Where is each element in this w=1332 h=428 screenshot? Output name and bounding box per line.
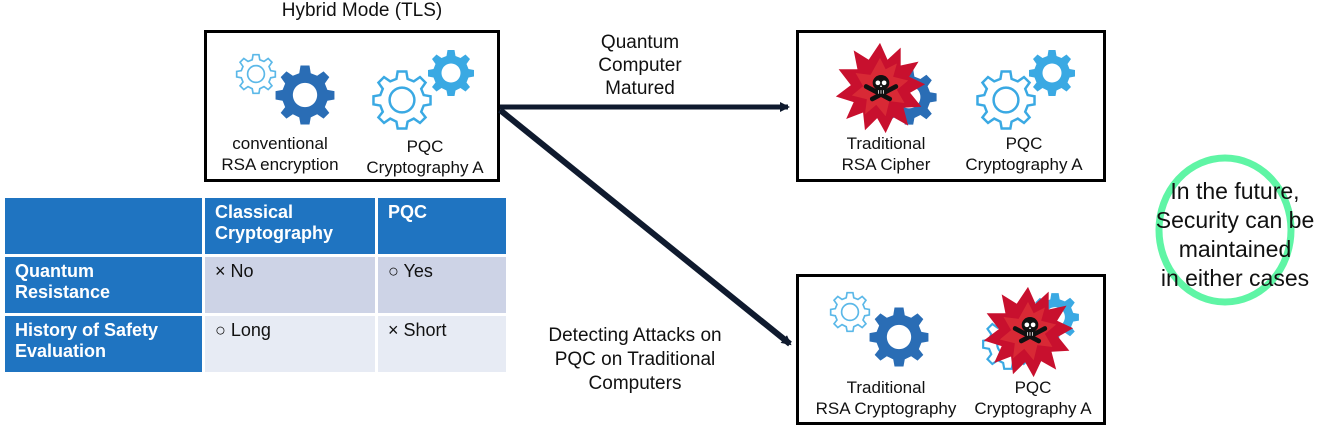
pqc-attack-right-label-1: PQC [1014,378,1052,397]
quantum-right-label-1: PQC [1005,134,1043,153]
highlight-ring-icon [1155,154,1295,306]
quantum-right-label-2: Cryptography A [965,155,1083,174]
hybrid-mode-box: conventional RSA encryption PQC Cryptogr… [204,30,500,182]
arrow-top-label-1: Quantum [600,32,680,53]
conclusion-line-3: maintained [1178,236,1292,262]
cell-pqc-safety-history: × Short [378,316,506,372]
table-header-corner [5,198,202,254]
table-row: History of Safety Evaluation ○ Long × Sh… [5,316,506,372]
row-label-quantum-resistance: Quantum Resistance [5,257,202,313]
hybrid-right-label-2: Cryptography A [366,158,484,177]
hybrid-left-label-2: RSA encryption [221,155,339,174]
pqc-attack-scenario-box: Traditional RSA Cryptography PQC Cryptog… [796,274,1106,425]
gear-light-icon [1027,48,1077,98]
arrow-bottom-label-3: Computers [588,373,682,394]
gear-outline-small-icon [829,291,871,333]
row-label-safety-history: History of Safety Evaluation [5,316,202,372]
comparison-table: Classical Cryptography PQC Quantum Resis… [2,195,509,375]
hybrid-right-label-1: PQC [406,137,444,156]
arrow-bottom-label-1: Detecting Attacks on [548,325,722,346]
table-row: Quantum Resistance × No ○ Yes [5,257,506,313]
pqc-attack-right-label-2: Cryptography A [974,399,1092,418]
gear-dark-icon [867,305,931,369]
table-header-row: Classical Cryptography PQC [5,198,506,254]
arrow-top-label-3: Matured [605,78,675,99]
arrow-bottom-label-2: PQC on Traditional [554,349,716,370]
conclusion-line-4: in either cases [1160,265,1310,291]
arrow-top-label-2: Computer [598,55,682,76]
hybrid-mode-title: Hybrid Mode (TLS) [281,0,443,21]
table-header-pqc: PQC [378,198,506,254]
quantum-left-label-1: Traditional [846,134,926,153]
quantum-left-label-2: RSA Cipher [841,155,931,174]
table-header-classical: Classical Cryptography [205,198,375,254]
conclusion-line-1: In the future, [1170,178,1300,204]
pqc-attack-left-label-1: Traditional [846,378,926,397]
cell-classical-safety-history: ○ Long [205,316,375,372]
conclusion-line-2: Security can be [1155,207,1315,233]
arrow-to-classical-attack [498,107,792,347]
pqc-attack-left-label-2: RSA Cryptography [815,399,957,418]
skull-crossbones-icon [855,61,907,113]
cell-classical-quantum-resistance: × No [205,257,375,313]
cell-pqc-quantum-resistance: ○ Yes [378,257,506,313]
hybrid-left-label-1: conventional [232,134,328,153]
skull-crossbones-icon [1004,303,1056,355]
quantum-scenario-box: Traditional RSA Cipher PQC Cryptography … [796,30,1106,182]
